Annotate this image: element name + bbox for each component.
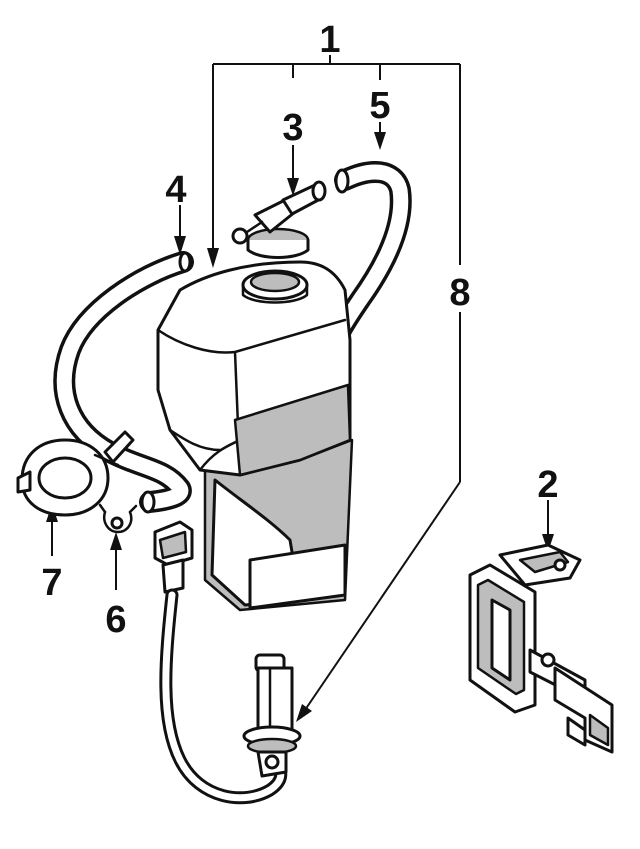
overflow-hose <box>329 161 412 343</box>
callout-2: 2 <box>537 464 558 506</box>
callout-4: 4 <box>165 169 186 211</box>
callout-3: 3 <box>282 107 303 149</box>
callout-labels: 1 2 3 4 5 6 7 8 <box>41 19 558 641</box>
leader-lines <box>46 55 554 722</box>
level-sensor <box>153 520 302 805</box>
coolant-reservoir <box>156 260 354 612</box>
callout-8: 8 <box>449 272 470 314</box>
recovery-hose <box>53 251 194 514</box>
hose-clamp <box>98 503 138 534</box>
callout-5: 5 <box>369 85 390 127</box>
callout-1: 1 <box>319 19 340 61</box>
callout-6: 6 <box>105 599 126 641</box>
reservoir-cap <box>231 180 327 259</box>
callout-7: 7 <box>41 562 62 604</box>
gasket-seal <box>16 430 135 517</box>
mounting-bracket <box>468 543 614 754</box>
